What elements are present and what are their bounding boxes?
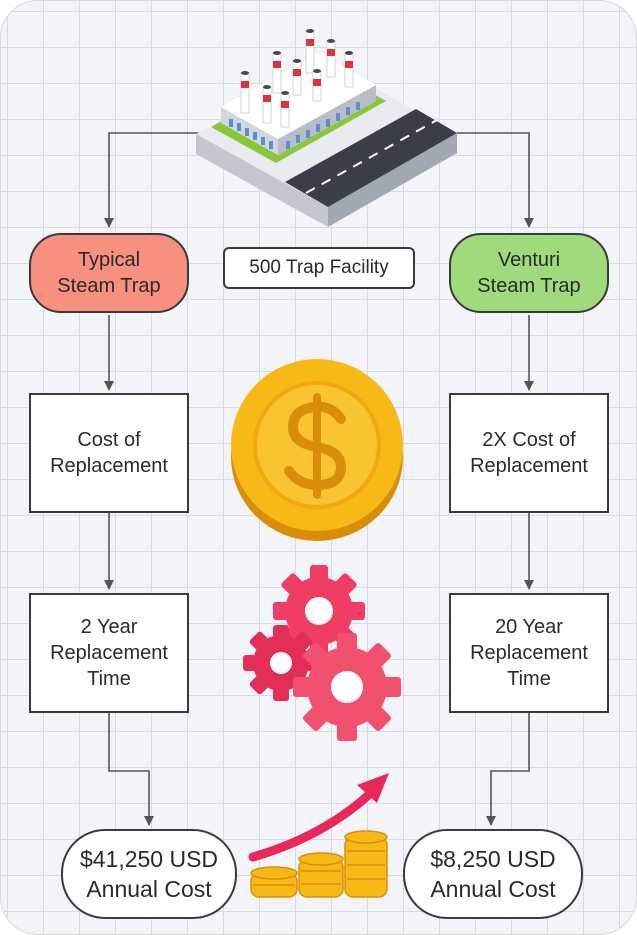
typical-steam-trap-node: Typical Steam Trap (29, 233, 189, 313)
typical-time-node: 2 Year Replacement Time (29, 593, 189, 713)
connector-facility-typical (104, 132, 201, 228)
typical-cost-node: Cost of Replacement (29, 393, 189, 513)
connector-time-result-left (108, 713, 154, 826)
connector-time-result-right (486, 713, 530, 826)
connector-facility-venturi (457, 132, 534, 228)
typical-annual-cost-node: $41,250 USD Annual Cost (61, 829, 237, 919)
venturi-annual-cost-node: $8,250 USD Annual Cost (403, 829, 583, 919)
facility-label: 500 Trap Facility (223, 247, 415, 289)
venturi-steam-trap-node: Venturi Steam Trap (449, 233, 609, 313)
venturi-cost-node: 2X Cost of Replacement (449, 393, 609, 513)
venturi-time-node: 20 Year Replacement Time (449, 593, 609, 713)
